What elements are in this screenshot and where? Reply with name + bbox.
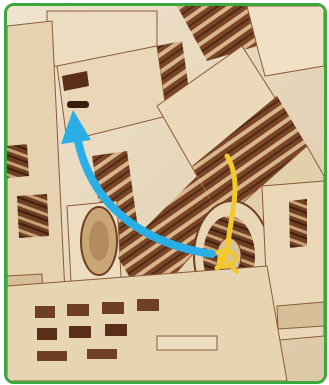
bottom-grid	[7, 266, 287, 381]
illustration-frame	[4, 3, 327, 384]
assembly-illustration	[7, 6, 324, 381]
